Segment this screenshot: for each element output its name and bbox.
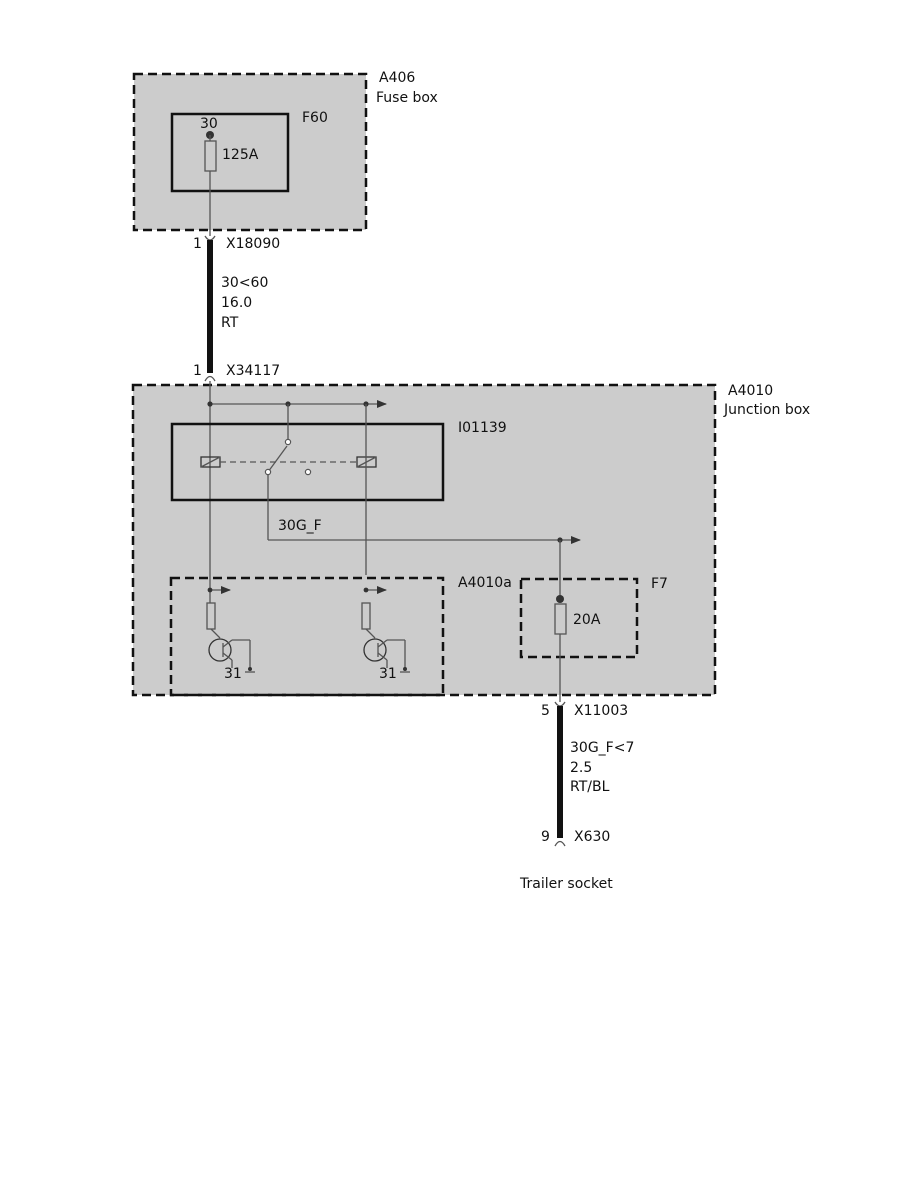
wire-2-color: RT/BL <box>570 779 610 795</box>
wire-30-60 <box>204 235 216 382</box>
connector-x34117-id: X34117 <box>226 363 280 379</box>
wire-30g-f-7 <box>554 701 566 847</box>
connector-x11003-symbol <box>554 701 566 707</box>
wire-2-size: 2.5 <box>570 760 592 776</box>
relay-contact-open <box>304 468 312 476</box>
fuse-box-module <box>132 72 368 236</box>
connector-x34117-pin: 1 <box>193 363 202 379</box>
fuse-box-name: Fuse box <box>376 90 438 106</box>
circuit-30g-f-label: 30G_F <box>278 518 322 534</box>
connector-x11003-pin: 5 <box>541 703 550 719</box>
junction-box-name: Junction box <box>723 402 810 418</box>
fuse-f7-outline <box>519 577 639 659</box>
connector-x18090-pin: 1 <box>193 236 202 252</box>
terminal-30-label: 30 <box>200 116 218 132</box>
relay-contact-pivot <box>264 468 272 476</box>
relay-contact-top <box>284 438 292 446</box>
fuse-125a-label: 125A <box>222 147 259 163</box>
relay-i01139-frame <box>170 422 445 502</box>
submodule-a4010a-outline <box>169 576 445 697</box>
connector-x18090-id: X18090 <box>226 236 280 252</box>
fuse-box-id: A406 <box>379 70 415 86</box>
fuse-f7-label: F7 <box>651 576 668 592</box>
relay-i01139-label: I01139 <box>458 420 507 436</box>
wire-1-color: RT <box>221 315 239 331</box>
driver-right-transistor <box>363 638 387 662</box>
wire-2-circuit: 30G_F<7 <box>570 740 634 756</box>
wire-1-circuit: 30<60 <box>221 275 268 291</box>
destination-label: Trailer socket <box>519 876 613 892</box>
connector-x630-id: X630 <box>574 829 610 845</box>
connector-x34117-symbol <box>204 375 216 382</box>
fuse-f60-label: F60 <box>302 110 328 126</box>
wire-1-size: 16.0 <box>221 295 252 311</box>
relay-switch-arm <box>267 445 288 473</box>
fuse-f7-dot <box>556 595 564 603</box>
connector-x630-pin: 9 <box>541 829 550 845</box>
junction-box-module <box>131 381 717 702</box>
ground-right-label: 31 <box>379 666 397 682</box>
connector-x18090-symbol <box>204 235 216 241</box>
fuse-20a-label: 20A <box>573 612 601 628</box>
ground-left-label: 31 <box>224 666 242 682</box>
connector-x630-symbol <box>554 840 566 847</box>
fuse-f60-frame <box>170 112 290 193</box>
submodule-a4010a-label: A4010a <box>458 575 512 591</box>
connector-x11003-id: X11003 <box>574 703 628 719</box>
junction-box-id: A4010 <box>728 383 773 399</box>
driver-left-transistor <box>208 638 232 662</box>
